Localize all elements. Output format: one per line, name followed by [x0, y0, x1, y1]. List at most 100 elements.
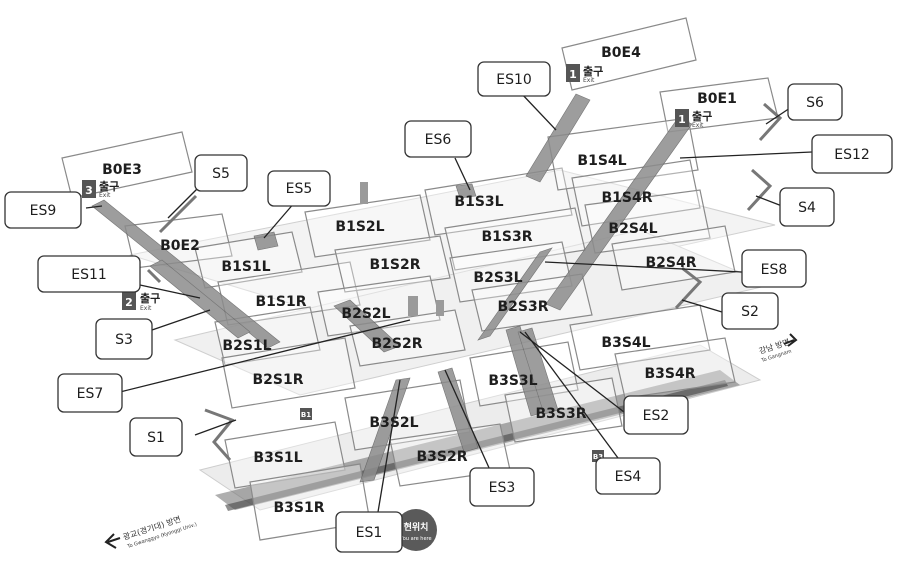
- elevator-block: [408, 296, 418, 316]
- stair-s5: [158, 194, 198, 234]
- label-b3s4r: B3S4R: [644, 366, 695, 382]
- callout-s1: S1: [147, 430, 165, 446]
- label-b0e2: B0E2: [160, 238, 200, 254]
- direction-gangnam: 강남 방면 To Gangnam: [758, 333, 798, 364]
- callout-es10-box: [477, 61, 551, 97]
- leader-es3: [444, 369, 491, 471]
- svg-text:B3: B3: [593, 453, 603, 461]
- label-b3s4l: B3S4L: [601, 335, 650, 351]
- callout-es6: ES6: [425, 132, 452, 148]
- svg-text:3: 3: [85, 184, 93, 197]
- svg-text:1: 1: [569, 68, 577, 81]
- label-b3s3r: B3S3R: [535, 406, 586, 422]
- exit-marker-3: 3 출구 Exit: [82, 179, 119, 199]
- label-b0e3: B0E3: [102, 162, 142, 178]
- label-b1s3r: B1S3R: [481, 229, 532, 245]
- callout-s6-box: [787, 83, 843, 121]
- svg-text:출구: 출구: [692, 109, 712, 123]
- leader-es7: [119, 319, 411, 393]
- callout-s6: S6: [806, 95, 824, 111]
- label-b2s4r: B2S4R: [645, 255, 696, 271]
- escalator-es11: [149, 259, 251, 339]
- label-b1s3l: B1S3L: [454, 194, 503, 210]
- callout-es7: ES7: [77, 386, 104, 402]
- zone-b1s3l: [424, 167, 573, 236]
- escalator-es4: [517, 327, 559, 415]
- callout-es9: ES9: [30, 203, 57, 219]
- arrow-right-icon: [783, 333, 798, 347]
- callout-es5: ES5: [286, 181, 313, 197]
- stair-s4: [746, 168, 773, 212]
- callout-s1-box: [129, 417, 183, 457]
- callout-es1-box: [335, 511, 403, 553]
- callout-es2-box: [623, 395, 689, 435]
- leader-es1: [377, 379, 401, 513]
- leader-es5: [263, 201, 296, 239]
- callout-es11: ES11: [71, 267, 107, 283]
- label-b1s4l: B1S4L: [577, 153, 626, 169]
- zone-b3s4l: [569, 304, 711, 371]
- callout-es8-box: [741, 249, 807, 288]
- label-b3s2r: B3S2R: [416, 449, 467, 465]
- label-b2s4l: B2S4L: [608, 221, 657, 237]
- escalator-es7: [333, 299, 401, 353]
- svg-text:Exit: Exit: [140, 305, 152, 312]
- label-b2s1l: B2S1L: [222, 338, 271, 354]
- leader-es9: [85, 205, 103, 209]
- svg-text:Exit: Exit: [99, 192, 111, 199]
- callout-s3: S3: [115, 332, 133, 348]
- callout-es11-box: [37, 255, 141, 293]
- label-b3s1l: B3S1L: [253, 450, 302, 466]
- label-b2s2l: B2S2L: [341, 306, 390, 322]
- callout-es1: ES1: [356, 525, 383, 541]
- zone-b1s4l: [547, 117, 699, 191]
- leader-s1: [194, 419, 237, 436]
- label-b3s3l: B3S3L: [488, 373, 537, 389]
- svg-text:You are here: You are here: [399, 536, 431, 542]
- callout-es5-box: [267, 170, 331, 207]
- label-b2s3l: B2S3L: [473, 270, 522, 286]
- svg-text:Exit: Exit: [692, 122, 704, 129]
- svg-text:2: 2: [125, 296, 133, 309]
- floor-badge-b1: B1: [300, 408, 312, 420]
- svg-text:1: 1: [678, 113, 686, 126]
- leader-es8: [544, 261, 743, 273]
- label-b3s1r: B3S1R: [273, 500, 324, 516]
- level-b1-slab: [129, 169, 776, 321]
- stair-s6: [758, 102, 783, 142]
- zone-b1s2r: [334, 235, 451, 293]
- callout-s4-box: [779, 187, 835, 227]
- label-b0e1: B0E1: [697, 91, 737, 107]
- callout-s2-box: [721, 292, 779, 330]
- label-b1s2l: B1S2L: [335, 219, 384, 235]
- callout-es7-box: [57, 373, 123, 413]
- callout-es9-box: [4, 191, 82, 229]
- label-b1s1r: B1S1R: [255, 294, 306, 310]
- label-b2s3r: B2S3R: [497, 299, 548, 315]
- svg-text:B1: B1: [301, 411, 311, 419]
- svg-text:Exit: Exit: [583, 77, 595, 84]
- svg-text:현위치: 현위치: [404, 521, 429, 533]
- callout-es6-box: [404, 120, 472, 158]
- callout-es12: ES12: [834, 147, 870, 163]
- leader-es2: [519, 331, 625, 413]
- callout-s2: S2: [741, 304, 759, 320]
- elevator-block: [360, 182, 368, 204]
- label-b1s4r: B1S4R: [601, 190, 652, 206]
- callout-es3: ES3: [489, 480, 516, 496]
- svg-text:출구: 출구: [99, 179, 119, 193]
- leader-es10: [519, 91, 557, 131]
- zone-b3s4r: [614, 337, 736, 399]
- callout-es4-box: [595, 457, 661, 495]
- leader-es11: [139, 284, 201, 299]
- label-b1s2r: B1S2R: [369, 257, 420, 273]
- callout-es3-box: [469, 467, 535, 507]
- exit-marker-2: 2 출구 Exit: [122, 291, 160, 312]
- label-b3s2l: B3S2L: [369, 415, 418, 431]
- label-b0e4: B0E4: [601, 45, 641, 61]
- callout-es4: ES4: [615, 469, 642, 485]
- escalator-es10: [525, 93, 591, 183]
- current-location-badge: 현위치 You are here: [395, 509, 437, 551]
